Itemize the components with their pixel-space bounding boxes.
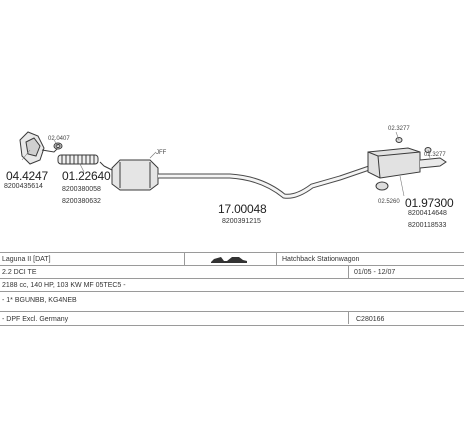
clamp-c-number: 02.5260 — [378, 199, 400, 205]
part-ref-1: 8200435614 — [4, 183, 43, 190]
part-number-4: 17.00048 — [218, 202, 267, 216]
part-number-5: 01.97300 — [405, 196, 454, 210]
part-ref-2b: 8200380632 — [62, 198, 101, 205]
part-ref-4: 8200391215 — [222, 218, 261, 225]
part-ref-2a: 8200380058 — [62, 186, 101, 193]
part-number-1: 04.4247 — [6, 169, 48, 183]
vehicle-cell: Laguna II [DAT] — [2, 256, 51, 263]
catalog-cell: C280166 — [356, 316, 385, 323]
rear-silencer-part — [367, 147, 447, 191]
engine-code-cell: - 1* BGUNBB, KG4NEB — [2, 297, 77, 304]
clamp-b-number: 02.3277 — [424, 152, 446, 158]
part-number-2: 01.22640 — [62, 169, 111, 183]
car-silhouette-icon — [211, 257, 247, 263]
years-cell: 01/05 - 12/07 — [354, 269, 396, 276]
body-cell: Hatchback Stationwagon — [282, 256, 360, 263]
note-cell: - DPF Excl. Germany — [2, 316, 69, 323]
clamp-number: 02.0407 — [48, 136, 70, 142]
engine-cell: 2.2 DCI TE — [2, 269, 37, 276]
dpf-label: JFF — [156, 150, 167, 156]
dpf-part — [99, 159, 159, 191]
leader-lines — [21, 131, 431, 197]
power-cell: 2188 cc, 140 HP, 103 KW MF 05TEC5 - — [2, 282, 126, 289]
middle-pipe-part — [158, 163, 376, 199]
exhaust-drawing — [19, 131, 447, 199]
part-ref-5a: 8200414648 — [408, 210, 447, 217]
exhaust-diagram: 04.4247 8200435614 02.0407 01.22640 8200… — [4, 126, 454, 229]
part-ref-5b: 8200118533 — [408, 222, 447, 229]
clamp-a-number: 02.3277 — [388, 126, 410, 132]
table-divider — [0, 252, 464, 253]
flex-pipe-part — [57, 154, 99, 165]
front-pipe-part — [19, 131, 59, 165]
